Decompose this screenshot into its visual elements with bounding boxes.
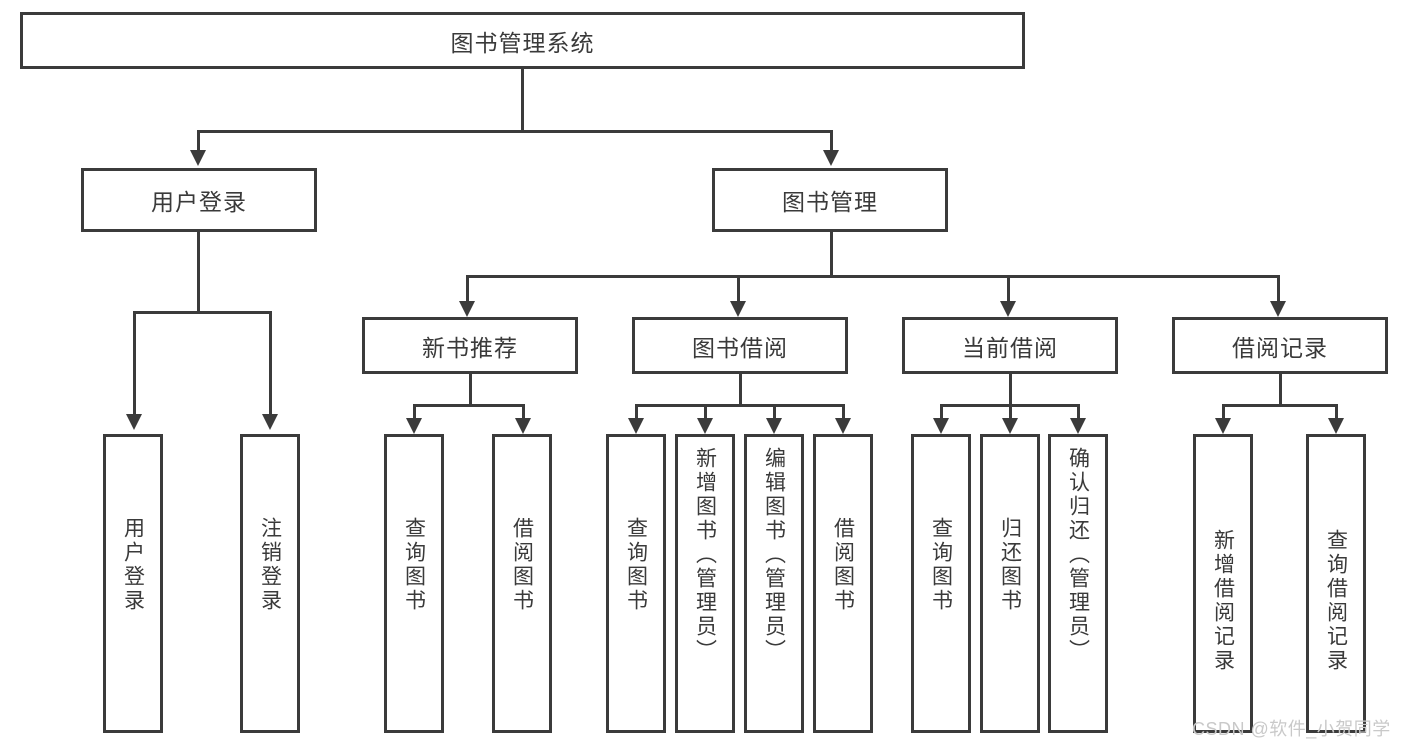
connector-new-book-recommend-bus [413, 404, 525, 407]
node-label: 当前借阅 [962, 334, 1058, 361]
connector-to-borrow-record [1277, 275, 1280, 303]
connector-root-to-user-login [197, 130, 200, 152]
arrowhead-bb-to-leaf-1 [628, 418, 644, 434]
watermark-text: CSDN @软件_小贺同学 [1192, 719, 1391, 739]
connector-to-book-borrow [737, 275, 740, 303]
node-label: 归还图书 [998, 517, 1022, 613]
connector-book-borrow-bus [635, 404, 845, 407]
connector-current-borrow-stem [1009, 374, 1012, 406]
connector-to-new-book-recommend [466, 275, 469, 303]
arrowhead-user-login-to-leaf-1 [126, 414, 142, 430]
leaf-current-borrow-confirm-return-admin[interactable]: 确认归还（管理员） [1048, 434, 1108, 733]
arrowhead-to-borrow-record [1270, 301, 1286, 317]
node-user-login[interactable]: 用户登录 [81, 168, 317, 232]
arrowhead-cb-to-leaf-3 [1070, 418, 1086, 434]
node-label: 编辑图书（管理员） [762, 447, 786, 663]
node-label: 查询图书 [402, 517, 426, 613]
node-current-borrow[interactable]: 当前借阅 [902, 317, 1118, 374]
leaf-book-borrow-query-book[interactable]: 查询图书 [606, 434, 666, 733]
arrowhead-root-to-user-login [190, 150, 206, 166]
connector-level3-bus [466, 275, 1280, 278]
arrowhead-bb-to-leaf-4 [835, 418, 851, 434]
arrowhead-nbr-to-leaf-1 [406, 418, 422, 434]
node-label: 借阅图书 [510, 517, 534, 613]
leaf-user-login-logout[interactable]: 注销登录 [240, 434, 300, 733]
node-label: 新书推荐 [422, 334, 518, 361]
connector-bb-to-leaf-3 [773, 404, 776, 420]
node-label: 查询图书 [624, 517, 648, 613]
leaf-current-borrow-query-book[interactable]: 查询图书 [911, 434, 971, 733]
node-root-book-management-system[interactable]: 图书管理系统 [20, 12, 1025, 69]
connector-bb-to-leaf-2 [704, 404, 707, 420]
connector-root-bus [197, 130, 833, 133]
node-label: 用户登录 [121, 517, 145, 613]
connector-cb-to-leaf-3 [1077, 404, 1080, 420]
connector-borrow-record-stem [1279, 374, 1282, 406]
connector-cb-to-leaf-2 [1009, 404, 1012, 420]
connector-br-to-leaf-2 [1335, 404, 1338, 420]
arrowhead-cb-to-leaf-1 [933, 418, 949, 434]
connector-user-login-to-leaf-1 [133, 311, 136, 416]
arrowhead-br-to-leaf-2 [1328, 418, 1344, 434]
node-borrow-record[interactable]: 借阅记录 [1172, 317, 1388, 374]
connector-root-to-book-management [830, 130, 833, 152]
connector-borrow-record-bus [1222, 404, 1338, 407]
node-label: 注销登录 [258, 517, 282, 613]
leaf-new-book-borrow-book[interactable]: 借阅图书 [492, 434, 552, 733]
leaf-borrow-record-add-record[interactable]: 新增借阅记录 [1193, 434, 1253, 733]
node-label: 新增图书（管理员） [693, 447, 717, 663]
connector-user-login-to-leaf-2 [269, 311, 272, 416]
connector-book-management-stem [830, 232, 833, 277]
arrowhead-user-login-to-leaf-2 [262, 414, 278, 430]
node-label: 新增借阅记录 [1211, 529, 1235, 673]
arrowhead-bb-to-leaf-2 [697, 418, 713, 434]
connector-nbr-to-leaf-2 [522, 404, 525, 420]
leaf-book-borrow-edit-book-admin[interactable]: 编辑图书（管理员） [744, 434, 804, 733]
leaf-current-borrow-return-book[interactable]: 归还图书 [980, 434, 1040, 733]
arrowhead-nbr-to-leaf-2 [515, 418, 531, 434]
node-book-management[interactable]: 图书管理 [712, 168, 948, 232]
connector-bb-to-leaf-1 [635, 404, 638, 420]
node-book-borrow[interactable]: 图书借阅 [632, 317, 848, 374]
connector-to-current-borrow [1007, 275, 1010, 303]
connector-new-book-recommend-stem [469, 374, 472, 406]
connector-bb-to-leaf-4 [842, 404, 845, 420]
leaf-book-borrow-add-book-admin[interactable]: 新增图书（管理员） [675, 434, 735, 733]
leaf-book-borrow-borrow-book[interactable]: 借阅图书 [813, 434, 873, 733]
connector-cb-to-leaf-1 [940, 404, 943, 420]
arrowhead-br-to-leaf-1 [1215, 418, 1231, 434]
connector-br-to-leaf-1 [1222, 404, 1225, 420]
leaf-user-login-login[interactable]: 用户登录 [103, 434, 163, 733]
arrowhead-to-book-borrow [730, 301, 746, 317]
arrowhead-root-to-book-management [823, 150, 839, 166]
connector-user-login-stem [197, 232, 200, 313]
node-label: 图书管理系统 [450, 29, 595, 56]
arrowhead-to-current-borrow [1000, 301, 1016, 317]
node-label: 查询借阅记录 [1324, 529, 1348, 673]
node-label: 确认归还（管理员） [1066, 447, 1090, 663]
node-label: 查询图书 [929, 517, 953, 613]
node-label: 图书借阅 [692, 334, 788, 361]
arrowhead-to-new-book-recommend [459, 301, 475, 317]
arrowhead-cb-to-leaf-2 [1002, 418, 1018, 434]
connector-nbr-to-leaf-1 [413, 404, 416, 420]
connector-root-stem [521, 69, 524, 132]
leaf-borrow-record-query-record[interactable]: 查询借阅记录 [1306, 434, 1366, 733]
node-label: 借阅记录 [1232, 334, 1328, 361]
node-label: 用户登录 [151, 189, 247, 215]
connector-book-borrow-stem [739, 374, 742, 406]
arrowhead-bb-to-leaf-3 [766, 418, 782, 434]
node-label: 借阅图书 [831, 517, 855, 613]
connector-user-login-bus [133, 311, 272, 314]
node-new-book-recommend[interactable]: 新书推荐 [362, 317, 578, 374]
node-label: 图书管理 [782, 189, 878, 215]
leaf-new-book-query-book[interactable]: 查询图书 [384, 434, 444, 733]
